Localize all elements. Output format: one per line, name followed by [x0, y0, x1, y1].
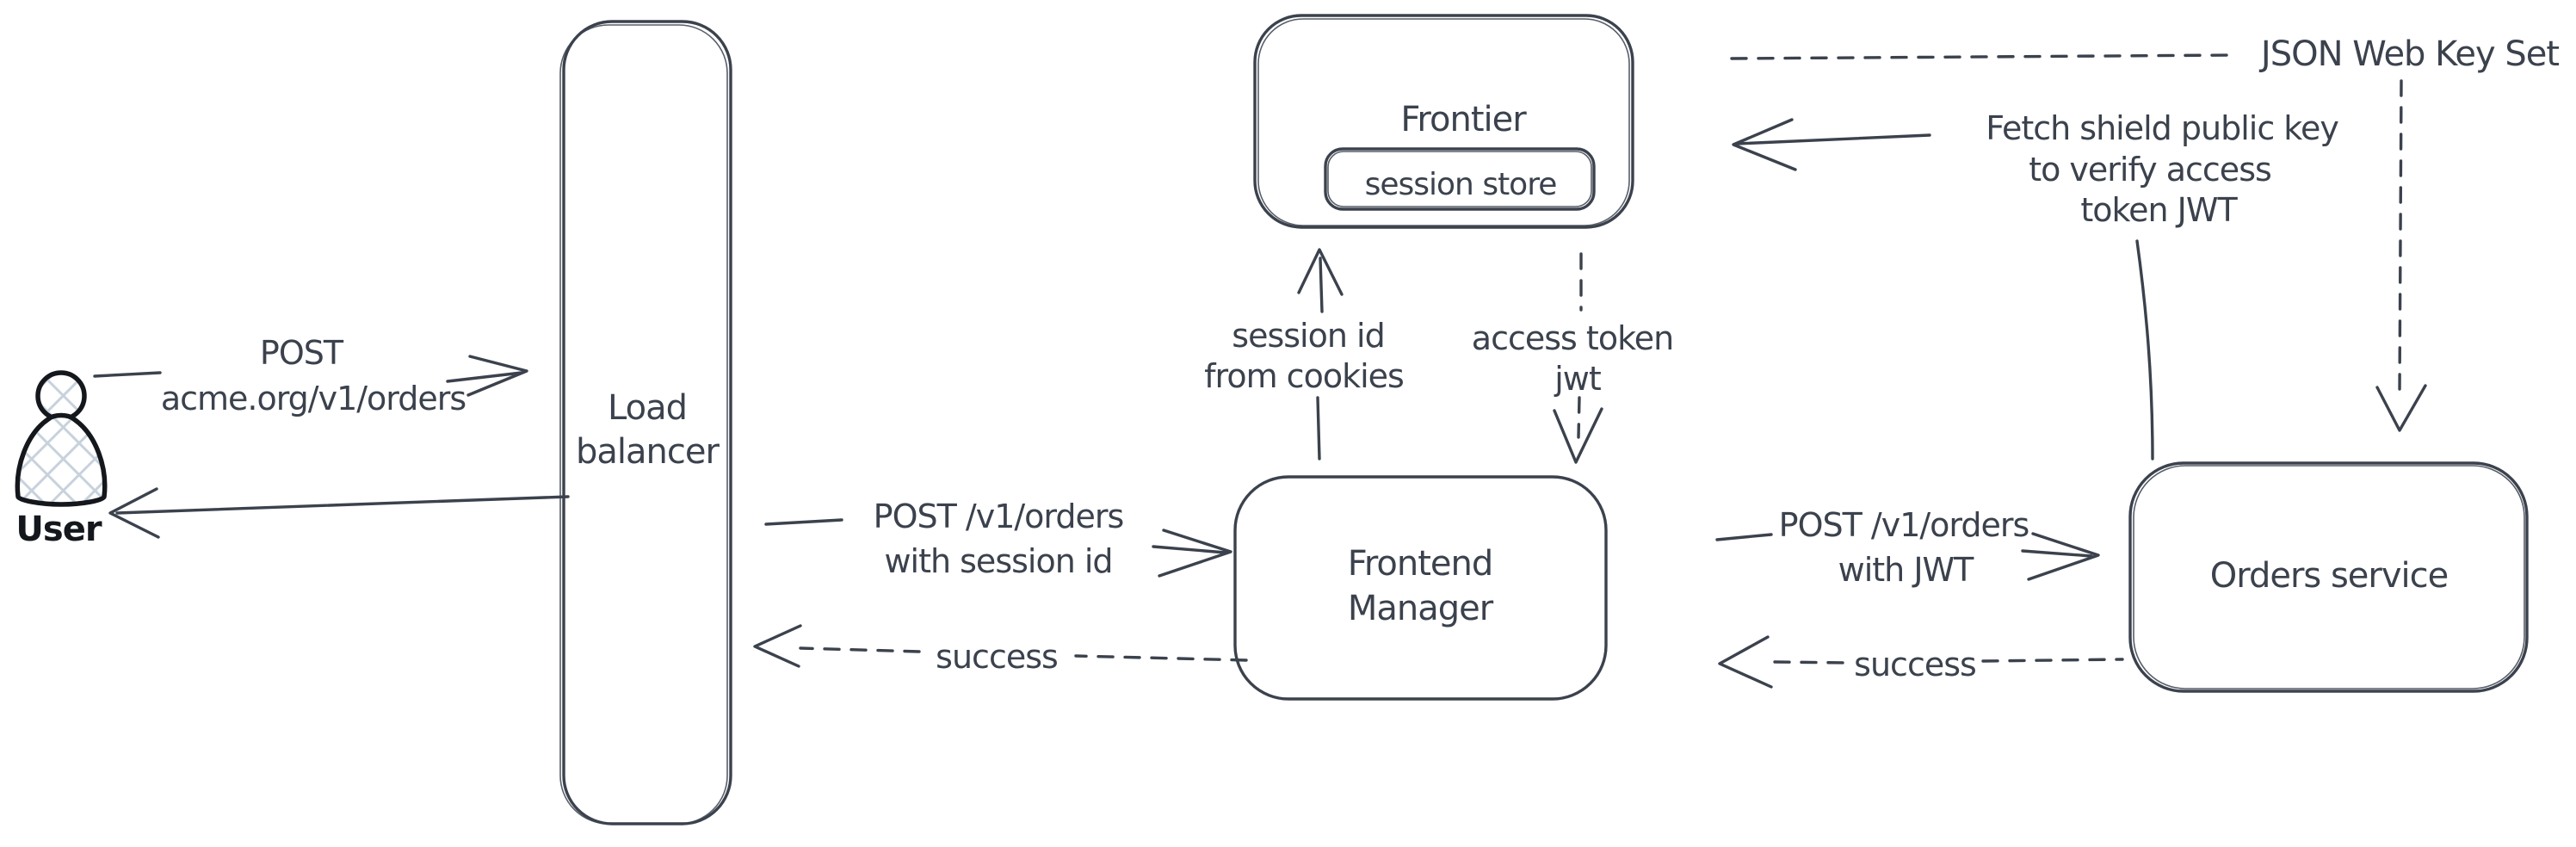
arrow-line [93, 371, 162, 378]
edge-label: Fetch shield public key [1986, 109, 2338, 147]
frontend-manager-label: Manager [1348, 589, 1494, 628]
arrow-line [1152, 545, 1227, 554]
edge-lb-to-frontend-manager[interactable]: POST /v1/orders with session id [764, 498, 1232, 580]
arrow-line [115, 495, 570, 515]
edge-label: success [936, 638, 1058, 676]
edge-frontier-to-orders-jwks[interactable]: JSON Web Key Set [1730, 34, 2560, 432]
load-balancer-label: balancer [576, 432, 720, 472]
edge-label: session id [1232, 317, 1384, 355]
arrowhead-left [1732, 118, 1797, 171]
edge-label: token JWT [2080, 191, 2238, 229]
person-icon-body [15, 412, 108, 507]
arrow-line [1316, 396, 1321, 461]
edge-label: success [1854, 646, 1976, 683]
arrow-line [764, 518, 843, 526]
orders-service-label: Orders service [2210, 556, 2449, 596]
arrowhead-down [2375, 384, 2427, 432]
arrow-line [1981, 658, 2124, 663]
session-store-label: session store [1365, 167, 1557, 202]
edge-fm-to-orders[interactable]: POST /v1/orders with JWT [1715, 506, 2100, 589]
node-frontier[interactable]: Frontier session store [1253, 14, 1634, 229]
node-load-balancer[interactable]: Load balancer [559, 20, 732, 825]
arrowhead-right [1158, 529, 1232, 578]
edge-label: with session id [884, 542, 1112, 580]
frontend-manager-label: Frontend [1348, 544, 1493, 584]
edge-label: from cookies [1204, 357, 1404, 395]
edge-label: POST /v1/orders [874, 498, 1124, 535]
arrowhead-right [2027, 532, 2100, 581]
edge-label: POST [260, 334, 344, 372]
arrow-line [2398, 79, 2403, 396]
load-balancer-label: Load [608, 388, 687, 428]
user-label: User [15, 510, 102, 549]
arrow-line [799, 646, 921, 653]
edge-orders-to-fm-success[interactable]: success [1718, 635, 2124, 689]
arrowhead-left [108, 487, 160, 539]
arrow-line [2021, 549, 2093, 558]
edge-label: JSON Web Key Set [2258, 34, 2559, 74]
arrowhead-right [466, 355, 528, 397]
edge-label: acme.org/v1/orders [161, 380, 466, 417]
frontier-label: Frontier [1400, 100, 1527, 139]
arrow-line [1773, 660, 1849, 665]
edge-label: POST /v1/orders [1779, 506, 2029, 544]
arrowhead-up [1297, 248, 1344, 296]
edge-frontier-to-fm[interactable]: access token jwt [1472, 252, 1674, 464]
sketch-double-stroke [2133, 465, 2525, 689]
sketch-double-stroke [1257, 18, 1630, 226]
person-icon [35, 370, 87, 422]
edge-fm-to-frontier[interactable]: session id from cookies [1204, 248, 1405, 461]
node-session-store[interactable]: session store [1324, 147, 1596, 211]
sketch-double-stroke [1327, 151, 1592, 207]
edge-label: access token [1472, 319, 1673, 357]
arrow-line [1319, 257, 1324, 313]
edge-lb-response[interactable] [108, 487, 570, 539]
node-frontend-manager[interactable]: Frontend Manager [1233, 475, 1608, 701]
arrow-line [446, 371, 523, 383]
edge-label: to verify access [2029, 151, 2271, 189]
arrowhead-left [1718, 635, 1773, 689]
edge-orders-to-frontier-fetch[interactable]: Fetch shield public key to verify access… [1732, 109, 2339, 461]
arrow-line [1715, 533, 1773, 541]
node-user[interactable]: User [15, 370, 108, 549]
sketch-double-stroke [559, 24, 728, 825]
arrow-line [1730, 53, 2234, 60]
arrowhead-left [753, 624, 802, 668]
arrow-line [1735, 133, 1931, 145]
edge-label: jwt [1554, 360, 1601, 398]
arrow-line [1577, 396, 1581, 439]
arrow-line [1074, 654, 1248, 662]
arrowhead-down [1553, 407, 1603, 464]
node-orders-service[interactable]: Orders service [2128, 461, 2529, 693]
edge-label: with JWT [1838, 551, 1974, 589]
edge-fm-to-lb-success[interactable]: success [753, 624, 1248, 676]
edge-user-request[interactable]: POST acme.org/v1/orders [93, 334, 528, 417]
arrow-line-curve [2135, 239, 2154, 461]
